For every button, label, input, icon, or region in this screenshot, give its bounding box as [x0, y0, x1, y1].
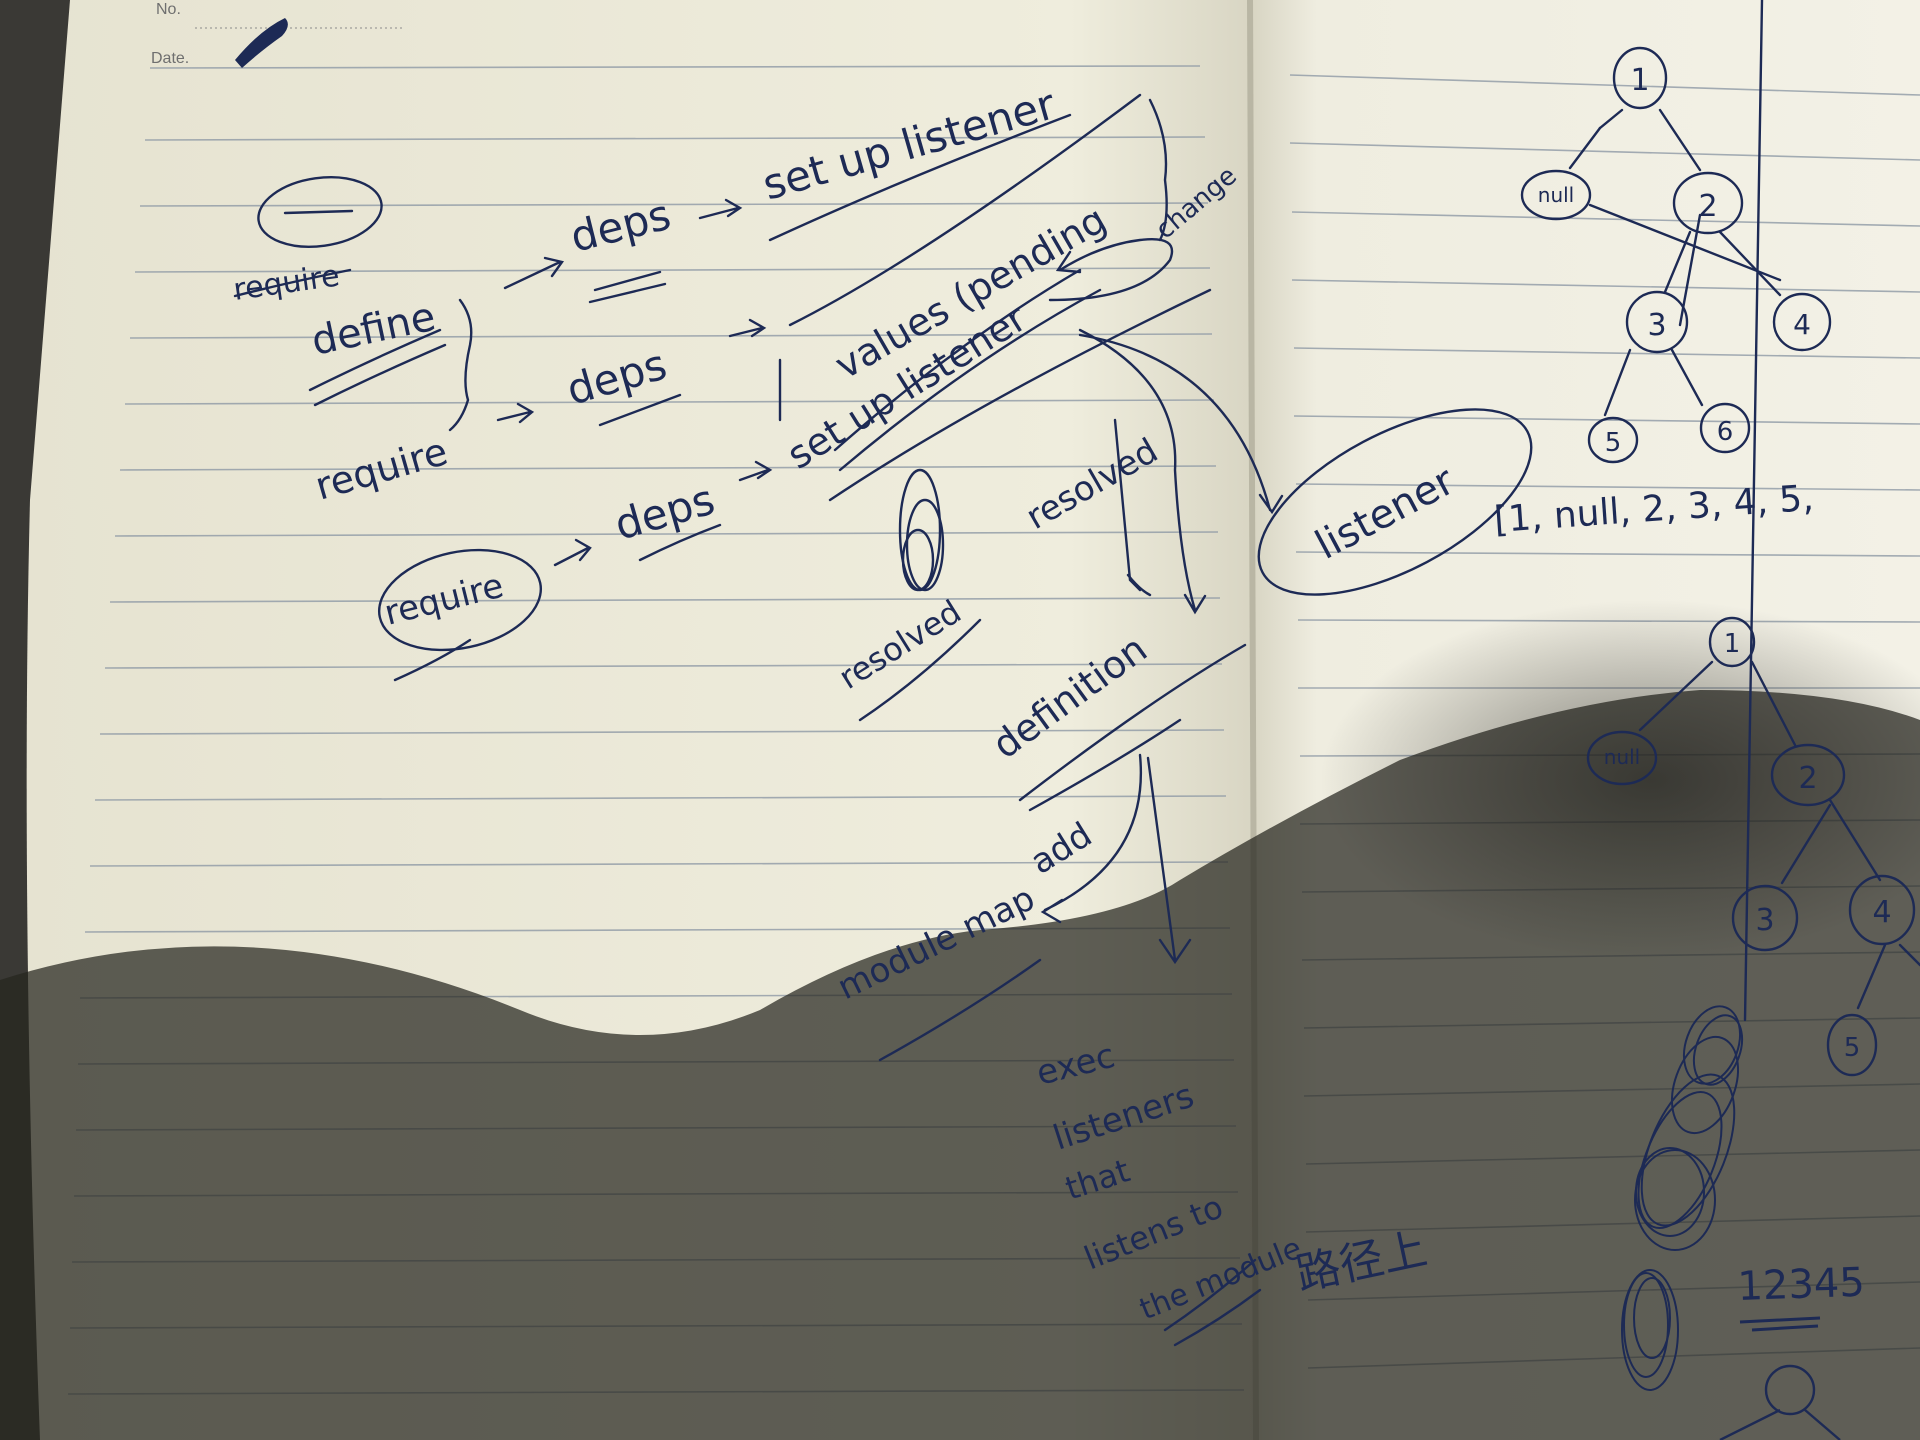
- tree1-node-4-label: 4: [1793, 308, 1811, 341]
- tree2-node-1: [1708, 616, 1756, 668]
- tree2-node-1-label: 1: [1724, 629, 1741, 659]
- tree2-node-3-label: 3: [1755, 903, 1774, 938]
- printed-date-label: Date.: [151, 50, 189, 67]
- tree1-node-null-label: null: [1538, 183, 1574, 207]
- tree2-node-null-label: null: [1604, 745, 1640, 769]
- left-ink-strokes: [233, 93, 1284, 1347]
- tree2-node-4: [1848, 874, 1916, 946]
- tree2-node-4-label: 4: [1872, 895, 1891, 930]
- shadow-soft-edge: [1320, 600, 1920, 960]
- tree1-node-1: [1612, 46, 1668, 110]
- tree1-node-6-label: 6: [1717, 417, 1734, 447]
- tree2-node-3: [1731, 884, 1799, 952]
- printed-no-label: No.: [156, 1, 181, 18]
- ink-blot: [235, 18, 288, 68]
- tree1-node-3-label: 3: [1647, 308, 1666, 343]
- tree1-node-3: [1625, 290, 1689, 354]
- bottom-edge-right: [1804, 1409, 1841, 1440]
- tree1-node-1-label: 1: [1630, 63, 1649, 98]
- tree2-node-2: [1770, 743, 1846, 807]
- tree1-node-5-label: 5: [1605, 428, 1622, 458]
- scribbled-path-ovals: [1621, 1005, 1744, 1391]
- tree1-node-2: [1672, 171, 1744, 235]
- digits-underline: [1739, 1316, 1821, 1332]
- tree2-node-2-label: 2: [1798, 761, 1817, 796]
- tree2-node-null: [1586, 730, 1658, 786]
- tree2-node-5: [1826, 1013, 1878, 1077]
- tree1-node-null: [1520, 169, 1592, 221]
- tree2-node-5-label: 5: [1844, 1033, 1861, 1063]
- tree1-node-5: [1587, 416, 1639, 464]
- listener-bubble: [1257, 408, 1533, 596]
- digits-row: 12345: [1737, 1260, 1866, 1310]
- tree-2: 1 null 2 3 4 5: [1586, 0, 1920, 1391]
- tree-1: 1 null 2 3 4 5 6: [1520, 46, 1832, 464]
- tree1-node-4: [1772, 292, 1832, 352]
- tree1-node-6: [1699, 402, 1751, 454]
- bottom-edge-left: [1719, 1408, 1781, 1440]
- tree1-node-2-label: 2: [1698, 189, 1717, 224]
- bottom-node: [1764, 1364, 1816, 1416]
